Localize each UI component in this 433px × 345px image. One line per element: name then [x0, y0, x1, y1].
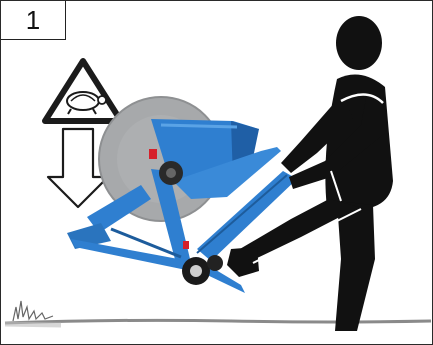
step-number-box: 1: [0, 0, 66, 40]
turtle-slow-warning-icon: [45, 61, 121, 121]
sawbench-machine: [67, 97, 297, 293]
ground: [5, 301, 431, 325]
step-number: 1: [26, 5, 40, 36]
